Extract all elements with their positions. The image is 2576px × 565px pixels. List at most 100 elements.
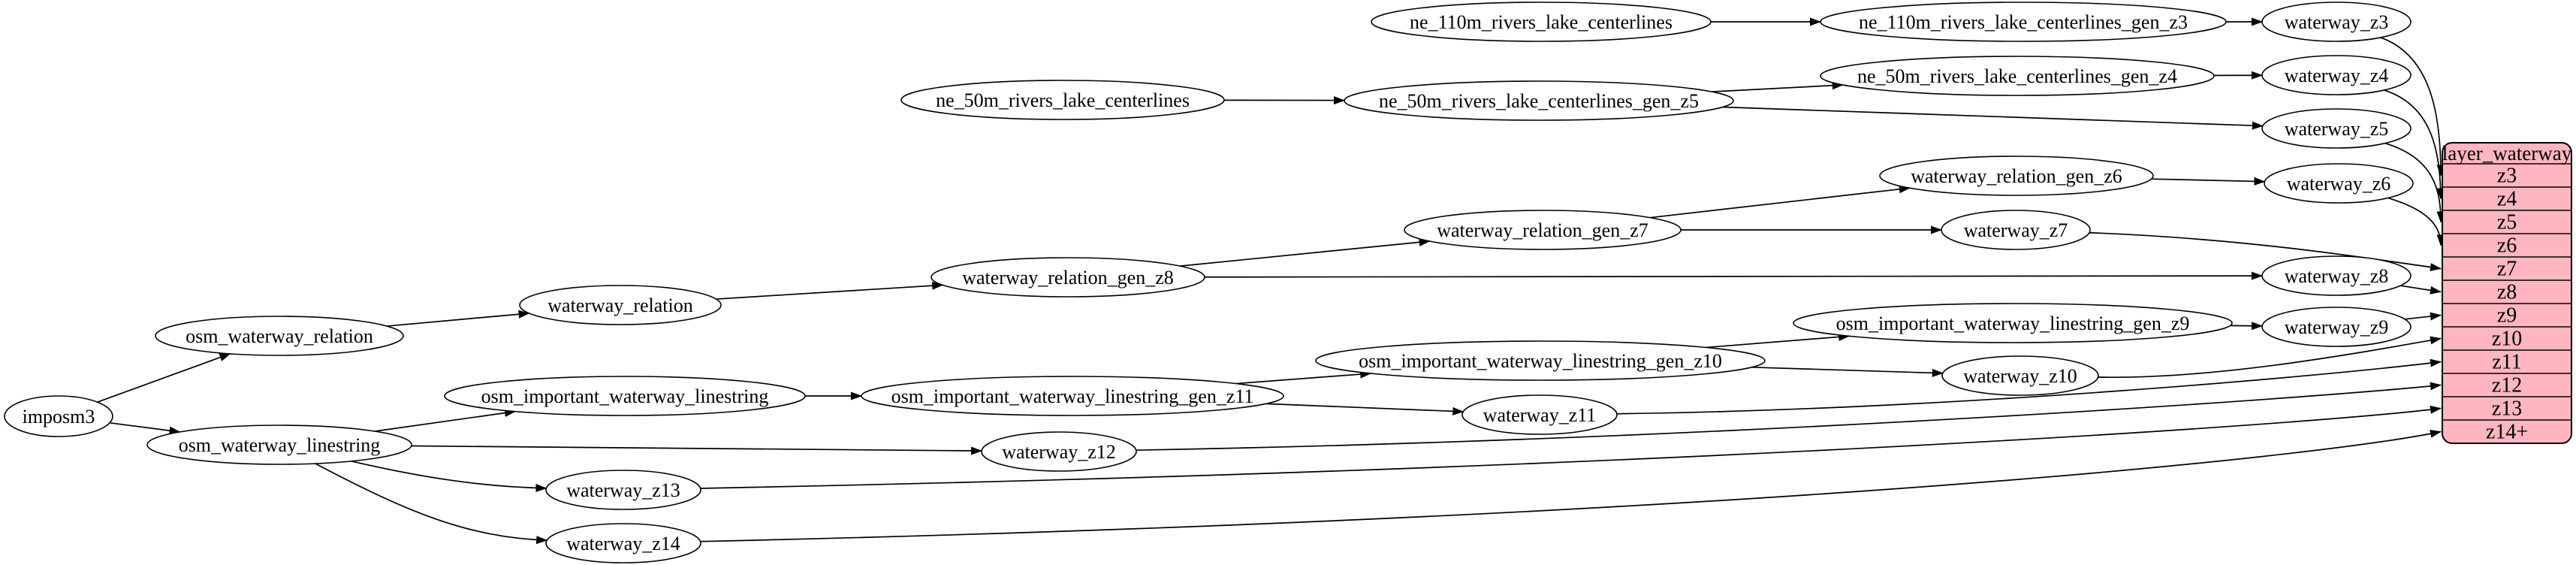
edge-waterway_z10-to-row-z10 <box>2098 336 2442 379</box>
node-label: waterway_z6 <box>2287 173 2391 195</box>
node-label: osm_important_waterway_linestring_gen_z1… <box>1359 350 1722 372</box>
graph-node-waterway_z10: waterway_z10 <box>1941 355 2099 396</box>
node-ellipse <box>155 316 404 356</box>
graph-node-ne_50m_rivers_lake_centerlines_gen_z4: ne_50m_rivers_lake_centerlines_gen_z4 <box>1820 56 2215 96</box>
node-ellipse <box>2264 163 2414 204</box>
table-row-z10: z10 <box>2492 328 2522 351</box>
graph-node-osm_important_waterway_linestring_gen_z9: osm_important_waterway_linestring_gen_z9 <box>1793 303 2233 343</box>
node-label: waterway_z4 <box>2285 65 2389 86</box>
node-label: ne_110m_rivers_lake_centerlines_gen_z3 <box>1859 11 2188 33</box>
graph-node-waterway_z8: waterway_z8 <box>2261 255 2412 296</box>
node-ellipse <box>900 80 1225 120</box>
edge-osm_waterway_relation-to-waterway_relation <box>387 310 530 327</box>
edge-osm_waterway_linestring-to-waterway_z12 <box>411 445 983 455</box>
node-ellipse <box>1793 303 2233 343</box>
edge-waterway_z6-to-row-z6 <box>2387 197 2445 246</box>
graph-node-ne_50m_rivers_lake_centerlines: ne_50m_rivers_lake_centerlines <box>900 80 1225 120</box>
table-title: layer_waterway <box>2442 142 2572 165</box>
table-outline <box>2442 142 2572 444</box>
edge-imposm3-to-osm_waterway_linestring <box>109 421 181 435</box>
graph-node-waterway_z14: waterway_z14 <box>545 523 701 563</box>
graph-node-ne_110m_rivers_lake_centerlines_gen_z3: ne_110m_rivers_lake_centerlines_gen_z3 <box>1820 2 2227 42</box>
node-label: imposm3 <box>23 406 95 428</box>
graph-node-osm_important_waterway_linestring: osm_important_waterway_linestring <box>444 376 806 416</box>
node-label: waterway_z5 <box>2285 118 2389 140</box>
node-label: waterway_z11 <box>1483 404 1597 426</box>
edge-osm_waterway_linestring-to-waterway_z13 <box>351 461 547 493</box>
graph-node-ne_110m_rivers_lake_centerlines: ne_110m_rivers_lake_centerlines <box>1371 2 1712 42</box>
graph-node-waterway_z12: waterway_z12 <box>981 431 1137 472</box>
table-row-z9: z9 <box>2497 304 2517 328</box>
node-label: waterway_z7 <box>1964 219 2068 241</box>
node-label: ne_50m_rivers_lake_centerlines_gen_z4 <box>1857 65 2177 87</box>
edge-ne_50m_rivers_lake_centerlines_gen_z5-to-waterway_z5 <box>1722 106 2264 130</box>
node-ellipse <box>545 523 701 563</box>
graph-node-waterway_z11: waterway_z11 <box>1461 394 1618 435</box>
graph-node-waterway_relation_gen_z8: waterway_relation_gen_z8 <box>931 257 1205 298</box>
node-ellipse <box>519 285 722 325</box>
graph-node-waterway_z6: waterway_z6 <box>2264 163 2414 204</box>
node-ellipse <box>1941 210 2091 250</box>
table-row-z7: z7 <box>2497 258 2517 281</box>
node-label: ne_50m_rivers_lake_centerlines_gen_z5 <box>1379 90 1699 112</box>
node-label: osm_waterway_linestring <box>179 434 381 456</box>
graph-node-waterway_z9: waterway_z9 <box>2261 307 2412 347</box>
edge-osm_important_waterway_linestring_gen_z11-to-osm_important_waterway_linestring_gen_z10 <box>1235 370 1372 385</box>
node-ellipse <box>444 376 806 416</box>
node-label: waterway_z13 <box>566 479 680 501</box>
node-ellipse <box>4 395 113 437</box>
edge-waterway_z3-to-row-z3 <box>2380 37 2445 177</box>
node-label: waterway_relation_gen_z8 <box>962 267 1174 289</box>
graph-node-osm_important_waterway_linestring_gen_z11: osm_important_waterway_linestring_gen_z1… <box>861 376 1284 416</box>
node-ellipse <box>861 376 1284 416</box>
node-ellipse <box>1820 2 2227 42</box>
graph-node-osm_important_waterway_linestring_gen_z10: osm_important_waterway_linestring_gen_z1… <box>1315 340 1766 381</box>
node-label: osm_important_waterway_linestring_gen_z1… <box>891 385 1254 407</box>
edge-waterway_z14-to-row-z14+ <box>700 429 2442 542</box>
edge-waterway_z9-to-row-z9 <box>2405 312 2442 321</box>
table-row-z12: z12 <box>2492 374 2522 397</box>
layer-waterway-table: layer_waterwayz3z4z5z6z7z8z9z10z11z12z13… <box>2442 142 2572 444</box>
edge-waterway_relation_gen_z8-to-waterway_relation_gen_z7 <box>1180 237 1431 267</box>
node-ellipse <box>1315 340 1766 381</box>
table-row-z3: z3 <box>2497 165 2517 188</box>
graph-node-waterway_z5: waterway_z5 <box>2261 108 2412 149</box>
node-ellipse <box>2261 307 2412 347</box>
node-label: ne_50m_rivers_lake_centerlines <box>936 89 1190 111</box>
node-ellipse <box>1371 2 1712 42</box>
edge-osm_important_waterway_linestring_gen_z11-to-waterway_z11 <box>1265 403 1464 415</box>
graph-node-waterway_z7: waterway_z7 <box>1941 210 2091 250</box>
graph-node-imposm3: imposm3 <box>4 395 113 437</box>
graph-node-osm_waterway_linestring: osm_waterway_linestring <box>146 425 412 465</box>
table-row-z11: z11 <box>2492 351 2521 374</box>
node-label: waterway_z10 <box>1963 365 2077 387</box>
node-label: osm_important_waterway_linestring <box>481 385 769 407</box>
edge-imposm3-to-osm_waterway_relation <box>97 353 231 403</box>
node-ellipse <box>2261 108 2412 149</box>
table-row-z8: z8 <box>2497 281 2517 304</box>
table-row-z4: z4 <box>2497 188 2517 211</box>
node-ellipse <box>2261 55 2412 95</box>
node-label: ne_110m_rivers_lake_centerlines <box>1410 11 1673 33</box>
table-row-z13: z13 <box>2492 397 2522 421</box>
graph-node-waterway_relation_gen_z7: waterway_relation_gen_z7 <box>1404 210 1682 250</box>
node-ellipse <box>931 257 1205 298</box>
edge-ne_50m_rivers_lake_centerlines_gen_z5-to-ne_50m_rivers_lake_centerlines_gen_z4 <box>1712 81 1844 92</box>
edges-layer <box>97 17 2445 545</box>
edge-osm_important_waterway_linestring_gen_z10-to-osm_important_waterway_linestring_gen_z9 <box>1706 332 1851 349</box>
table-row-z5: z5 <box>2497 211 2517 234</box>
node-label: waterway_z8 <box>2285 265 2389 287</box>
graph-node-waterway_relation: waterway_relation <box>519 285 722 325</box>
node-ellipse <box>1820 56 2215 96</box>
node-ellipse <box>2261 255 2412 296</box>
edge-waterway_z5-to-row-z5 <box>2384 142 2445 223</box>
table-row-z6: z6 <box>2497 234 2517 258</box>
node-ellipse <box>981 431 1137 472</box>
node-label: waterway_z14 <box>566 533 680 554</box>
node-ellipse <box>146 425 412 465</box>
node-label: waterway_z3 <box>2285 11 2389 33</box>
nodes-layer: imposm3osm_waterway_relationosm_waterway… <box>4 2 2414 563</box>
edge-waterway_relation_gen_z7-to-waterway_relation_gen_z6 <box>1650 185 1911 219</box>
edge-waterway_relation_gen_z8-to-waterway_z8 <box>1204 271 2263 280</box>
